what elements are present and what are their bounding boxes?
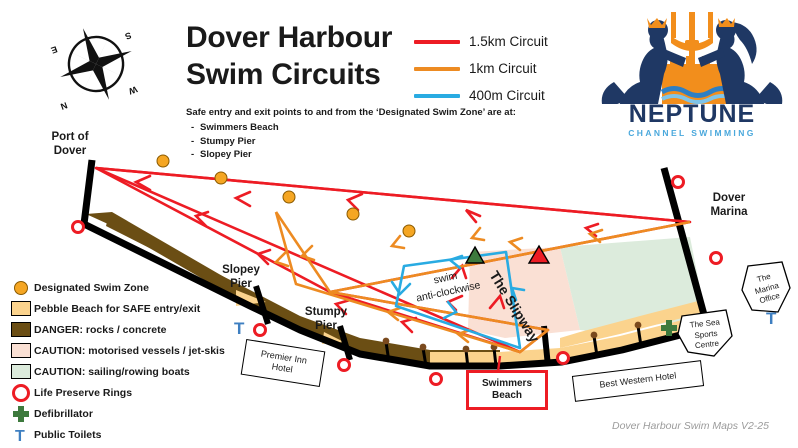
key-label: CAUTION: sailing/rowing boats	[34, 365, 190, 378]
crown-icon	[647, 18, 667, 28]
svg-text:T: T	[234, 319, 245, 338]
label-stumpy-pier: Stumpy Pier	[304, 306, 348, 332]
harbour-wall-west	[80, 159, 96, 225]
harbour-wall-shore	[82, 220, 714, 370]
swatch-icon	[8, 322, 34, 337]
red-triangle-marker	[527, 244, 551, 264]
key-label: Pebble Beach for SAFE entry/exit	[34, 302, 201, 315]
safe-entry-note: Safe entry and exit points to and from t…	[186, 106, 516, 162]
logo-tagline: CHANNEL SWIMMING	[628, 128, 756, 138]
circuit-legend-label: 1km Circuit	[469, 61, 537, 76]
label-port-of-dover: Port of Dover	[51, 131, 89, 157]
green-triangle-marker	[464, 245, 486, 264]
compass-rose: S N E W	[50, 28, 139, 112]
circuit-swatch	[414, 66, 460, 71]
svg-text:T: T	[15, 428, 25, 444]
safe-entry-heading: Safe entry and exit points to and from t…	[186, 107, 516, 118]
circuit-legend-label: 400m Circuit	[469, 88, 545, 103]
compass-label-north: N	[59, 100, 69, 112]
map-key-legend: Designated Swim Zone Pebble Beach for SA…	[8, 277, 225, 445]
harbour-wall-east	[660, 167, 710, 323]
key-label: DANGER: rocks / concrete	[34, 323, 167, 336]
label-sea-sports-centre: The Sea Sports Centre	[689, 317, 721, 351]
crown-icon	[718, 18, 735, 27]
circuit-legend-item-400m: 400m Circuit	[414, 82, 548, 109]
swatch-icon	[8, 301, 34, 316]
sea-sports-box-outline	[677, 309, 733, 357]
safe-entry-item: Slopey Pier	[191, 148, 516, 162]
label-swimmers-beach: Swimmers Beach	[466, 370, 548, 410]
key-item-defibrillator: Defibrillator	[8, 403, 225, 424]
safe-entry-item: Swimmers Beach	[191, 121, 516, 135]
circuit-swatch	[414, 39, 460, 44]
compass-label-south: S	[124, 30, 133, 41]
safe-entry-item: Stumpy Pier	[191, 135, 516, 149]
key-label: CAUTION: motorised vessels / jet-skis	[34, 344, 225, 357]
key-item-danger-rocks: DANGER: rocks / concrete	[8, 319, 225, 340]
page-title-line2: Swim Circuits	[186, 57, 381, 91]
key-item-public-toilets: T Public Toilets	[8, 424, 225, 445]
compass-label-west: W	[127, 84, 139, 96]
key-item-swim-zone: Designated Swim Zone	[8, 277, 225, 298]
svg-text:T: T	[766, 309, 777, 328]
neptune-crest-icon	[601, 12, 783, 122]
swatch-icon	[8, 343, 34, 358]
pier-slopey	[253, 285, 271, 325]
tail-fin	[601, 82, 628, 106]
circuit-1km	[274, 211, 691, 354]
trident-icon	[671, 12, 713, 90]
defibrillator-icon	[8, 405, 34, 423]
tail-fin	[756, 82, 783, 106]
swatch-icon	[8, 364, 34, 379]
page-title: Dover Harbour Swim Circuits	[186, 20, 416, 93]
key-label: Life Preserve Rings	[34, 386, 133, 399]
circuit-legend: 1.5km Circuit 1km Circuit 400m Circuit	[414, 28, 548, 109]
pier-stumpy	[337, 325, 353, 361]
map-defibrillator-icon	[661, 320, 677, 336]
orange-dot-icon	[8, 280, 34, 295]
key-label: Public Toilets	[34, 428, 102, 441]
marina-office-box-outline	[741, 261, 791, 313]
map-life-rings	[71, 175, 723, 386]
safe-entry-list: Swimmers Beach Stumpy Pier Slopey Pier	[186, 121, 516, 162]
key-item-sailing-boats: CAUTION: sailing/rowing boats	[8, 361, 225, 382]
zone-sailing-boats	[560, 237, 706, 332]
circuit-400m-arrows	[390, 254, 526, 320]
page-title-line1: Dover Harbour	[186, 21, 393, 54]
groyne-posts	[384, 325, 643, 369]
key-label: Defibrillator	[34, 407, 93, 420]
circuit-1km-arrows	[273, 226, 604, 344]
compass-label-east: E	[50, 44, 59, 55]
neptune-logo: NEPTUNE CHANNEL SWIMMING	[600, 4, 784, 144]
waves-icon	[660, 86, 736, 104]
key-item-motorised-vessels: CAUTION: motorised vessels / jet-skis	[8, 340, 225, 361]
map-credit: Dover Harbour Swim Maps V2-25	[612, 420, 769, 432]
circuit-legend-item-1km: 1km Circuit	[414, 55, 548, 82]
map-toilets-icons: T T	[234, 309, 777, 338]
label-slopey-pier: Slopey Pier	[222, 264, 260, 290]
key-label: Designated Swim Zone	[34, 281, 149, 294]
circuit-legend-label: 1.5km Circuit	[469, 34, 548, 49]
circuit-swatch	[414, 93, 460, 98]
key-item-pebble-beach: Pebble Beach for SAFE entry/exit	[8, 298, 225, 319]
logo-wordmark: NEPTUNE	[628, 100, 756, 128]
key-item-life-rings: Life Preserve Rings	[8, 382, 225, 403]
label-dover-marina: Dover Marina	[710, 192, 748, 218]
circuit-legend-item-1-5km: 1.5km Circuit	[414, 28, 548, 55]
life-ring-icon	[8, 383, 34, 402]
toilets-icon: T	[8, 426, 34, 444]
swim-zone-dots	[156, 154, 416, 238]
zone-motorised-vessels	[468, 247, 580, 338]
zone-danger-rocks	[86, 212, 500, 364]
